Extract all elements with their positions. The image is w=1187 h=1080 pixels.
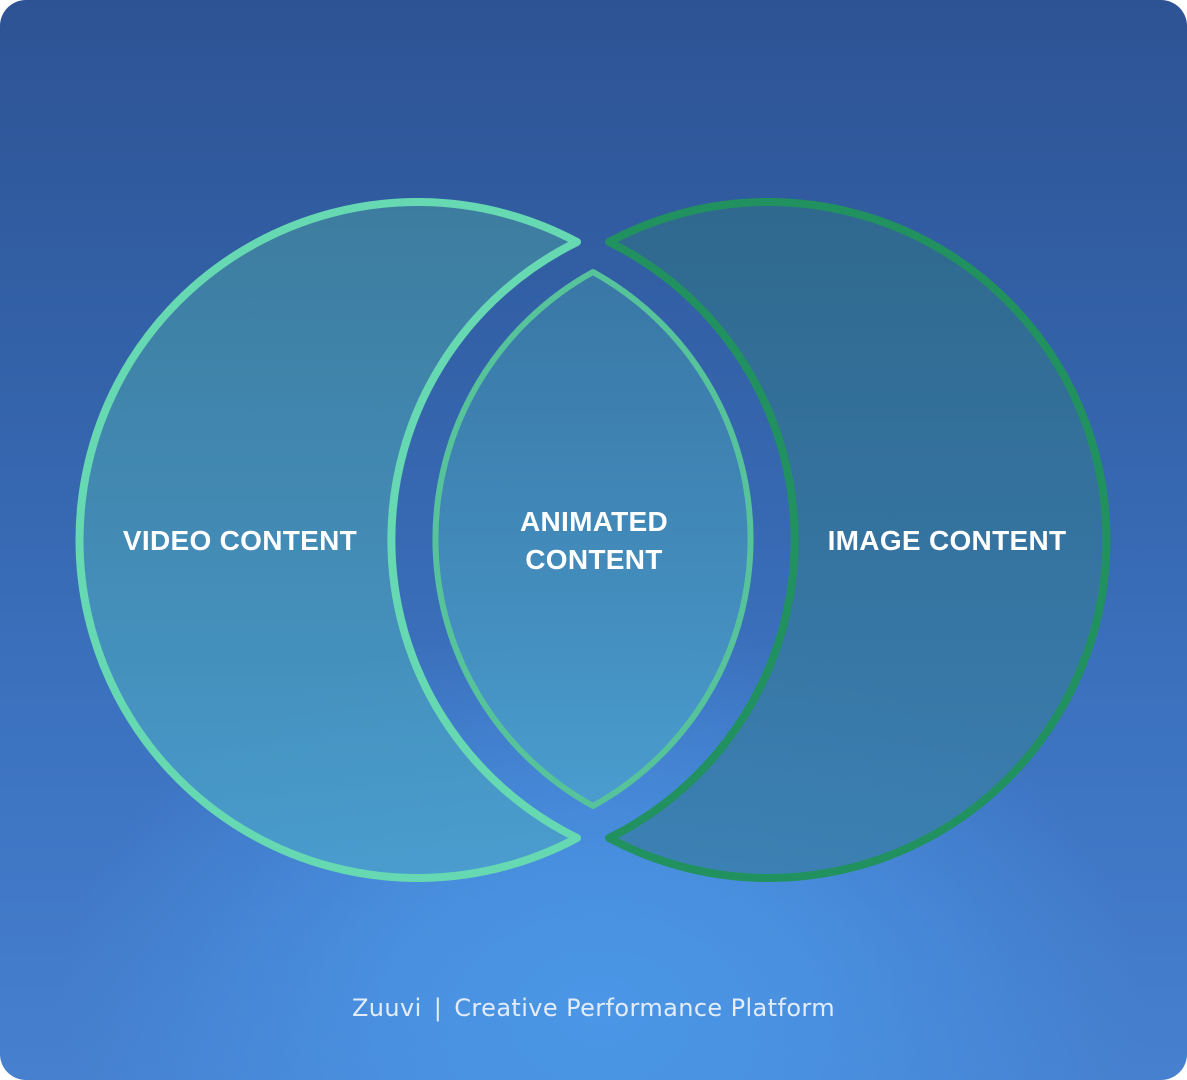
footer-brand-line: Zuuvi | Creative Performance Platform bbox=[0, 994, 1187, 1022]
label-animated-line1: ANIMATED bbox=[520, 506, 668, 537]
label-video-content: VIDEO CONTENT bbox=[123, 525, 357, 556]
center-lens-animated bbox=[432, 269, 754, 809]
left-circle-video bbox=[75, 198, 581, 882]
right-circle-image bbox=[605, 198, 1111, 882]
footer-tagline: Creative Performance Platform bbox=[454, 994, 836, 1022]
label-image-content: IMAGE CONTENT bbox=[828, 525, 1067, 556]
footer-separator: | bbox=[433, 994, 443, 1022]
label-animated-line2: CONTENT bbox=[525, 544, 662, 575]
footer-brand: Zuuvi bbox=[351, 994, 422, 1022]
